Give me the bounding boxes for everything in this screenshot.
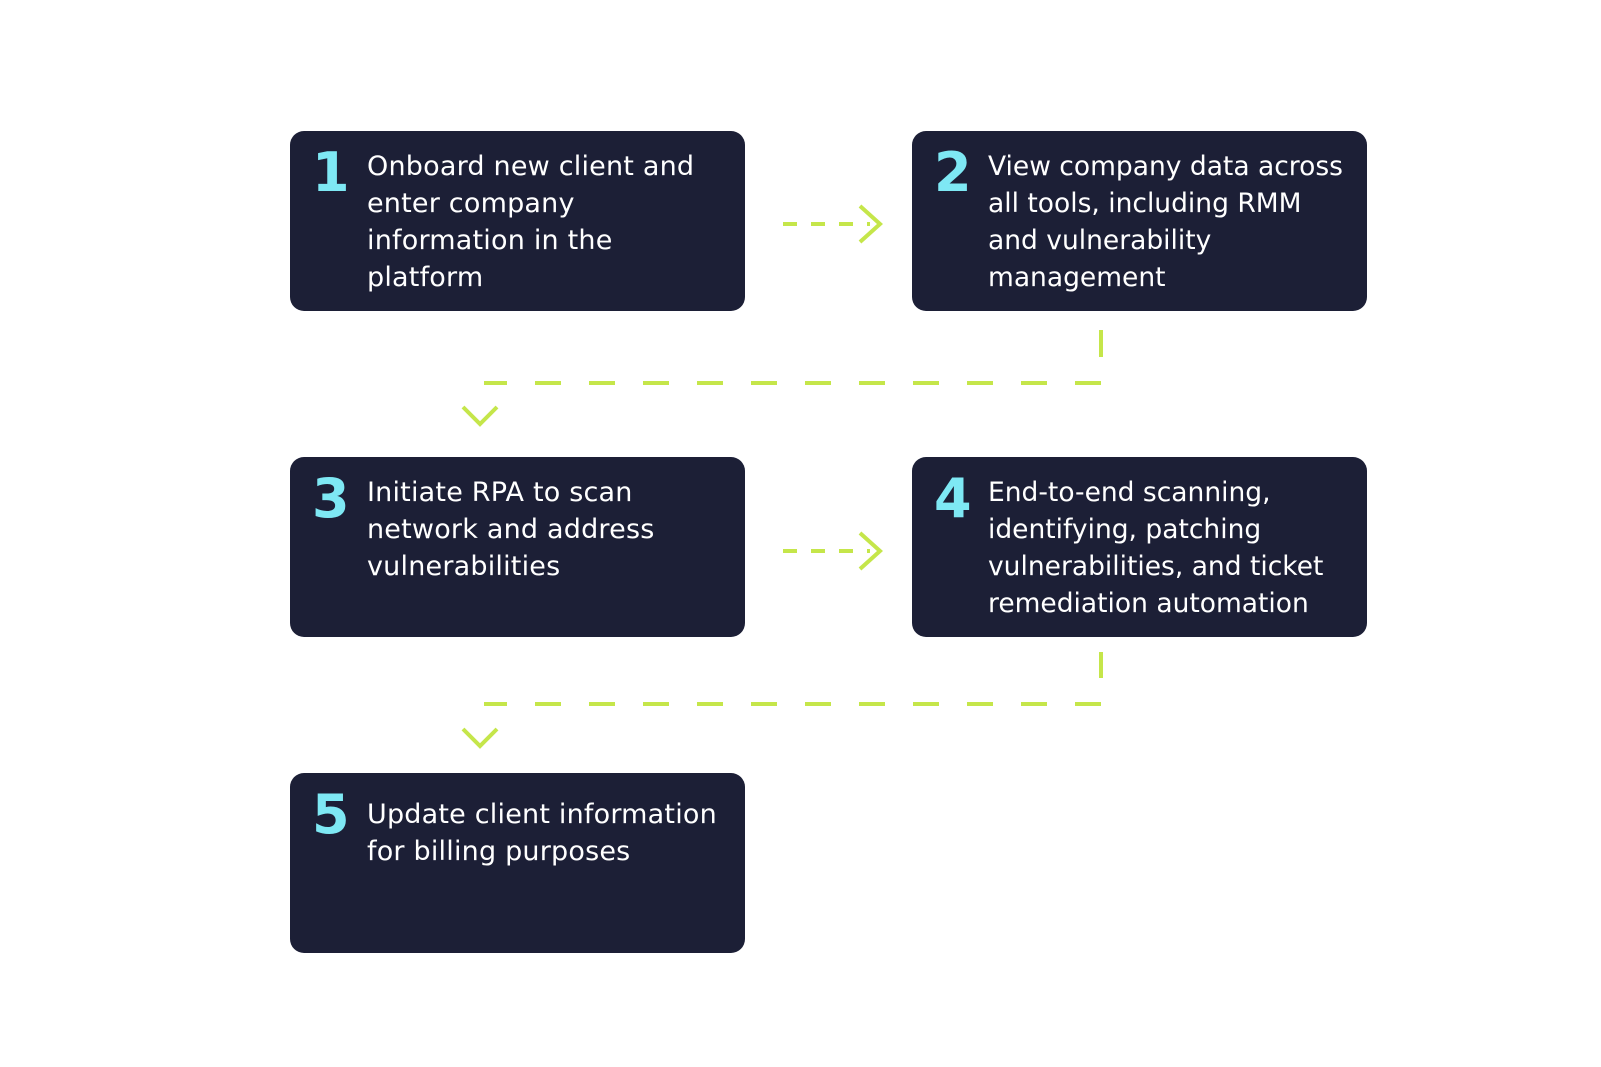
step-text: Onboard new client and enter company inf…	[367, 151, 695, 293]
arrowhead-down-icon	[461, 405, 499, 427]
step-text: View company data across all tools, incl…	[988, 151, 1343, 293]
step-number: 5	[312, 783, 350, 846]
step-text: Update client information for billing pu…	[367, 799, 717, 867]
connector-2-to-3	[461, 330, 1103, 427]
step-card-2: 2 View company data across all tools, in…	[912, 131, 1367, 311]
step-text: End-to-end scanning, identifying, patchi…	[988, 477, 1324, 619]
connector-1-to-2	[783, 204, 883, 244]
step-text: Initiate RPA to scan network and address…	[367, 477, 655, 582]
arrowhead-down-icon	[461, 727, 499, 749]
arrowhead-right-icon	[858, 531, 883, 571]
step-number: 3	[312, 467, 350, 530]
step-card-1: 1 Onboard new client and enter company i…	[290, 131, 745, 311]
arrowhead-right-icon	[858, 204, 883, 244]
step-card-4: 4 End-to-end scanning, identifying, patc…	[912, 457, 1367, 637]
step-number: 1	[312, 141, 350, 204]
step-card-5: 5 Update client information for billing …	[290, 773, 745, 953]
step-number: 2	[934, 141, 972, 204]
connector-4-to-5	[461, 652, 1103, 749]
connector-3-to-4	[783, 531, 883, 571]
step-card-3: 3 Initiate RPA to scan network and addre…	[290, 457, 745, 637]
step-number: 4	[934, 467, 972, 530]
